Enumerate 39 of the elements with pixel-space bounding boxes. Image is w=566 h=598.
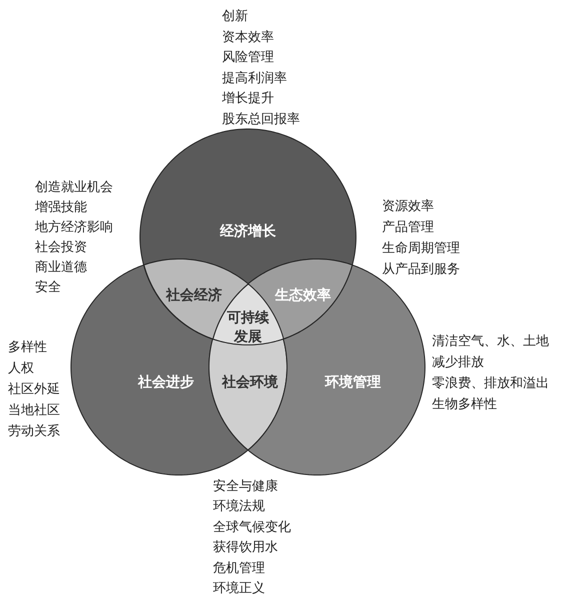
list-item: 从产品到服务 [382,261,460,277]
list-item: 增长提升 [222,90,274,106]
list-item: 劳动关系 [8,423,60,439]
region-label: 环境管理 [325,373,381,392]
list-item: 提高利润率 [222,70,287,86]
list-item: 社区外延 [8,381,60,397]
list-item: 资本效率 [222,28,274,45]
list-item: 资源效率 [382,198,434,214]
list-item: 人权 [8,360,34,376]
region-label: 社会环境 [222,373,278,392]
list-item: 商业道德 [35,259,87,275]
list-item: 减少排放 [432,354,484,370]
region-label: 社会进步 [138,373,194,392]
list-item: 股东总回报率 [222,111,300,127]
venn-circle-area [139,128,357,285]
list-item: 风险管理 [222,49,274,66]
list-item: 产品管理 [382,219,434,235]
list-item: 清洁空气、水、土地 [432,333,549,349]
region-label: 经济增长 [220,222,276,242]
list-item: 获得饮用水 [213,539,278,556]
region-label: 社会经济 [166,286,222,306]
list-item: 安全与健康 [213,478,278,494]
list-item: 零浪费、排放和溢出 [432,375,549,391]
list-item: 全球气候变化 [213,518,291,535]
list-item: 创造就业机会 [35,179,113,195]
list-item: 多样性 [8,339,47,355]
list-item: 增强技能 [35,199,87,215]
region-label: 可持续发展 [226,308,270,347]
list-item: 创新 [222,8,248,24]
list-item: 环境正义 [213,580,265,596]
list-item: 地方经济影响 [35,219,113,235]
list-item: 生命周期管理 [382,240,460,256]
list-item: 安全 [35,279,61,295]
list-item: 生物多样性 [432,396,497,412]
list-item: 危机管理 [213,560,265,576]
list-item: 社会投资 [35,239,87,255]
region-label: 生态效率 [275,286,331,306]
list-item: 环境法规 [213,498,265,514]
list-item: 当地社区 [8,402,60,418]
